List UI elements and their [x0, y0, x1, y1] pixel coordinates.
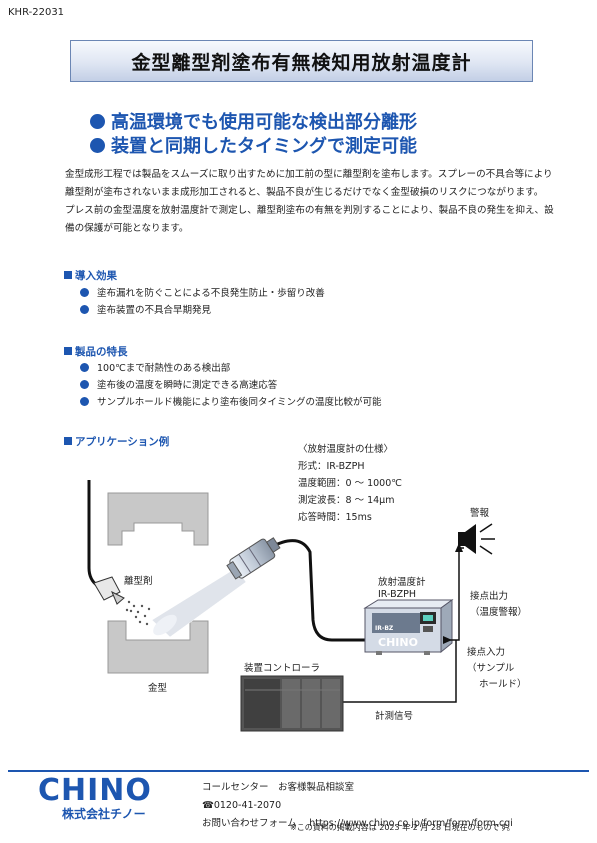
spec-box: 〈放射温度計の仕様〉 形式：IR-BZPH 温度範囲：0 ～ 1000℃ 測定波…: [298, 441, 402, 526]
label-contact-output-sub: （温度警報）: [470, 607, 528, 618]
spray-mist: [125, 600, 151, 626]
sensor-head-icon: [226, 537, 281, 580]
label-thermometer-name: 放射温度計: [378, 577, 426, 588]
bullet-icon: [80, 288, 89, 297]
input-arrow: [443, 636, 452, 644]
form-label: お問い合わせフォーム: [202, 818, 297, 829]
spray-arm: [87, 480, 99, 588]
spec-line: 温度範囲：0 ～ 1000℃: [298, 478, 402, 489]
square-icon: [64, 347, 72, 355]
label-controller: 装置コントローラ: [244, 663, 321, 674]
form-url-link[interactable]: https://www.chino.co.jp/form/form/form.c…: [309, 818, 513, 829]
bullet-icon: [90, 114, 105, 129]
phone-number: ☎0120-41-2070: [202, 800, 282, 811]
bullet-icon: [90, 138, 105, 153]
bullet-icon: [80, 380, 89, 389]
device-brand: CHINO: [378, 636, 418, 649]
list-item: 塗布装置の不具合早期発見: [80, 302, 325, 319]
label-signal: 計測信号: [375, 711, 414, 722]
label-alarm: 警報: [470, 508, 490, 519]
intro-paragraph-1: 金型成形工程では製品をスムーズに取り出すために加工前の型に離型剤を塗布します。ス…: [65, 169, 553, 198]
footer-divider: [8, 770, 589, 772]
input-line: [342, 640, 457, 703]
bullet-icon: [80, 305, 89, 314]
spec-line: 応答時間：15ms: [298, 512, 372, 523]
list-item: 塗布後の温度を瞬時に測定できる高速応答: [80, 377, 382, 394]
list-item: 100℃まで耐熱性のある検出部: [80, 360, 382, 377]
headline-1: 高温環境でも使用可能な検出部分離形: [90, 108, 417, 134]
company-name: 株式会社チノー: [62, 807, 146, 821]
label-contact-input: 接点入力: [467, 647, 506, 658]
alarm-speaker-icon: [458, 523, 495, 555]
bullet-icon: [80, 363, 89, 372]
upper-die: [107, 492, 209, 546]
spray-nozzle-icon: [93, 576, 125, 605]
label-contact-input-sub1: （サンプル: [467, 663, 515, 674]
document-id: KHR-22031: [8, 7, 65, 18]
headline-2: 装置と同期したタイミングで測定可能: [90, 132, 417, 158]
label-contact-input-sub2: ホールド）: [479, 679, 527, 690]
label-mold: 金型: [148, 683, 168, 694]
title-banner: 金型離型剤塗布有無検知用放射温度計: [70, 40, 533, 82]
label-thermometer-model: IR-BZPH: [378, 589, 417, 600]
sensor-cable: [270, 539, 392, 642]
form-line: お問い合わせフォーム https://www.chino.co.jp/form/…: [202, 815, 513, 833]
label-release-agent: 離型剤: [124, 576, 153, 587]
thermometer-unit-icon: IR-BZ CHINO: [363, 599, 454, 655]
call-center: コールセンター お客様製品相談室: [202, 782, 355, 793]
device-tag: IR-BZ: [375, 625, 394, 632]
section-heading-application: アプリケーション例: [64, 434, 169, 449]
effects-list: 塗布漏れを防ぐことによる不良発生防止・歩留り改善 塗布装置の不具合早期発見: [80, 285, 325, 319]
spec-line: 測定波長：8 ～ 14μm: [298, 495, 395, 506]
chino-logo: CHINO: [38, 773, 152, 808]
label-contact-output: 接点出力: [470, 591, 509, 602]
intro-paragraph-2: プレス前の金型温度を放射温度計で測定し、離型剤塗布の有無を判別することにより、製…: [65, 205, 554, 234]
square-icon: [64, 271, 72, 279]
contact-block: コールセンター お客様製品相談室 ☎0120-41-2070 お問い合わせフォー…: [202, 779, 513, 833]
bullet-icon: [80, 397, 89, 406]
square-icon: [64, 437, 72, 445]
section-heading-effects: 導入効果: [64, 268, 117, 283]
page-title: 金型離型剤塗布有無検知用放射温度計: [131, 51, 472, 74]
spec-heading: 〈放射温度計の仕様〉: [298, 444, 394, 455]
date-note: ※この資料の掲載内容は 2023 年 2 月 28 日現在のものです。: [290, 823, 515, 832]
intro-text: 金型成形工程では製品をスムーズに取り出すために加工前の型に離型剤を塗布します。ス…: [65, 166, 555, 238]
features-list: 100℃まで耐熱性のある検出部 塗布後の温度を瞬時に測定できる高速応答 サンプル…: [80, 360, 382, 411]
list-item: サンプルホールド機能により塗布後同タイミングの温度比較が可能: [80, 394, 382, 411]
section-heading-features: 製品の特長: [64, 344, 128, 359]
alarm-line: [446, 547, 464, 641]
spec-line: 形式：IR-BZPH: [298, 461, 365, 472]
list-item: 塗布漏れを防ぐことによる不良発生防止・歩留り改善: [80, 285, 325, 302]
output-arrow: [455, 543, 463, 552]
controller-icon: [240, 675, 344, 732]
